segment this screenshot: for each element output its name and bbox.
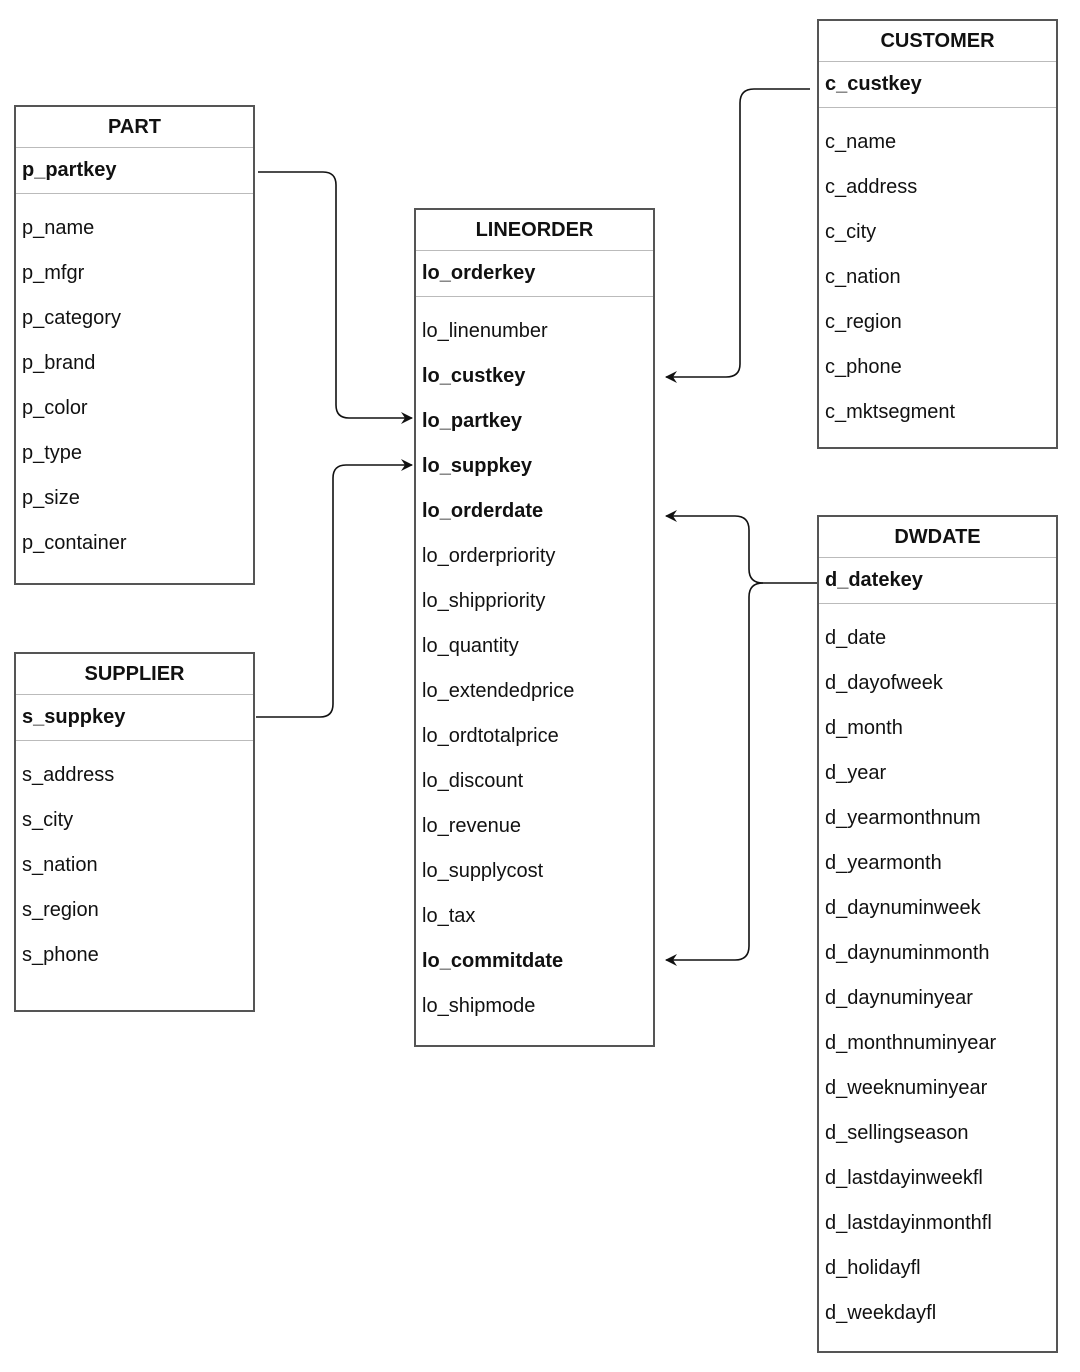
link-dwdate-to-orderdate — [665, 510, 817, 584]
primary-key-field: c_custkey — [819, 62, 1056, 108]
foreign-key-field: lo_partkey — [422, 410, 523, 432]
field: p_color — [22, 397, 88, 419]
field: d_dayofweek — [825, 672, 943, 694]
field: lo_discount — [422, 770, 524, 792]
field: c_address — [825, 176, 918, 198]
field: lo_tax — [422, 905, 476, 927]
field: d_yearmonth — [825, 852, 942, 874]
field: p_type — [22, 442, 83, 464]
entity-dwdate[interactable]: DWDATE d_datekey d_date d_dayofweek d_mo… — [817, 515, 1058, 1353]
primary-key-field: s_suppkey — [16, 695, 253, 741]
field: lo_shippriority — [422, 590, 546, 612]
entity-supplier[interactable]: SUPPLIER s_suppkey s_address s_city s_na… — [14, 652, 255, 1012]
field: d_holidayfl — [825, 1257, 921, 1279]
foreign-key-field: lo_custkey — [422, 365, 526, 387]
field: p_container — [22, 532, 127, 554]
field: d_lastdayinweekfl — [825, 1167, 983, 1189]
link-part-to-lineorder — [258, 171, 413, 424]
field: d_daynuminweek — [825, 897, 981, 919]
field: lo_quantity — [422, 635, 519, 657]
field: d_month — [825, 717, 903, 739]
field: c_mktsegment — [825, 401, 956, 423]
entity-lineorder[interactable]: LINEORDER lo_orderkey lo_linenumber lo_c… — [414, 208, 655, 1047]
foreign-key-field: lo_suppkey — [422, 455, 533, 477]
field: s_nation — [22, 854, 98, 876]
field: s_region — [22, 899, 99, 921]
field: c_city — [825, 221, 877, 243]
field: c_name — [825, 131, 897, 153]
field: d_weeknuminyear — [825, 1077, 988, 1099]
field: lo_extendedprice — [422, 680, 575, 702]
field: lo_shipmode — [422, 995, 536, 1017]
entity-title: DWDATE — [819, 517, 1056, 558]
field: d_date — [825, 627, 887, 649]
primary-key-field: lo_orderkey — [416, 251, 653, 297]
field: lo_supplycost — [422, 860, 544, 882]
field: d_monthnuminyear — [825, 1032, 997, 1054]
field: d_sellingseason — [825, 1122, 969, 1144]
primary-key-field: d_datekey — [819, 558, 1056, 604]
field: s_phone — [22, 944, 99, 966]
entity-title: CUSTOMER — [819, 21, 1056, 62]
primary-key-field: p_partkey — [16, 148, 253, 194]
field: p_size — [22, 487, 80, 509]
field: d_yearmonthnum — [825, 807, 981, 829]
field: lo_linenumber — [422, 320, 548, 342]
link-supplier-to-lineorder — [256, 459, 413, 718]
field: d_lastdayinmonthfl — [825, 1212, 992, 1234]
entity-title: PART — [16, 107, 253, 148]
field: s_address — [22, 764, 115, 786]
field: lo_orderpriority — [422, 545, 556, 567]
link-customer-to-lineorder — [665, 88, 810, 383]
field: c_phone — [825, 356, 902, 378]
field: d_daynuminmonth — [825, 942, 990, 964]
entity-title: SUPPLIER — [16, 654, 253, 695]
foreign-key-field: lo_orderdate — [422, 500, 544, 522]
entity-part[interactable]: PART p_partkey p_name p_mfgr p_category … — [14, 105, 255, 585]
field: d_weekdayfl — [825, 1302, 937, 1324]
entity-customer[interactable]: CUSTOMER c_custkey c_name c_address c_ci… — [817, 19, 1058, 449]
field: c_nation — [825, 266, 901, 288]
field: p_name — [22, 217, 95, 239]
field: p_brand — [22, 352, 96, 374]
field: d_daynuminyear — [825, 987, 973, 1009]
field: s_city — [22, 809, 74, 831]
field: c_region — [825, 311, 902, 333]
foreign-key-field: lo_commitdate — [422, 950, 564, 972]
field: p_mfgr — [22, 262, 85, 284]
field: p_category — [22, 307, 121, 329]
link-dwdate-to-commitdate — [665, 582, 764, 966]
field: d_year — [825, 762, 887, 784]
field: lo_revenue — [422, 815, 521, 837]
field: lo_ordtotalprice — [422, 725, 559, 747]
entity-title: LINEORDER — [416, 210, 653, 251]
